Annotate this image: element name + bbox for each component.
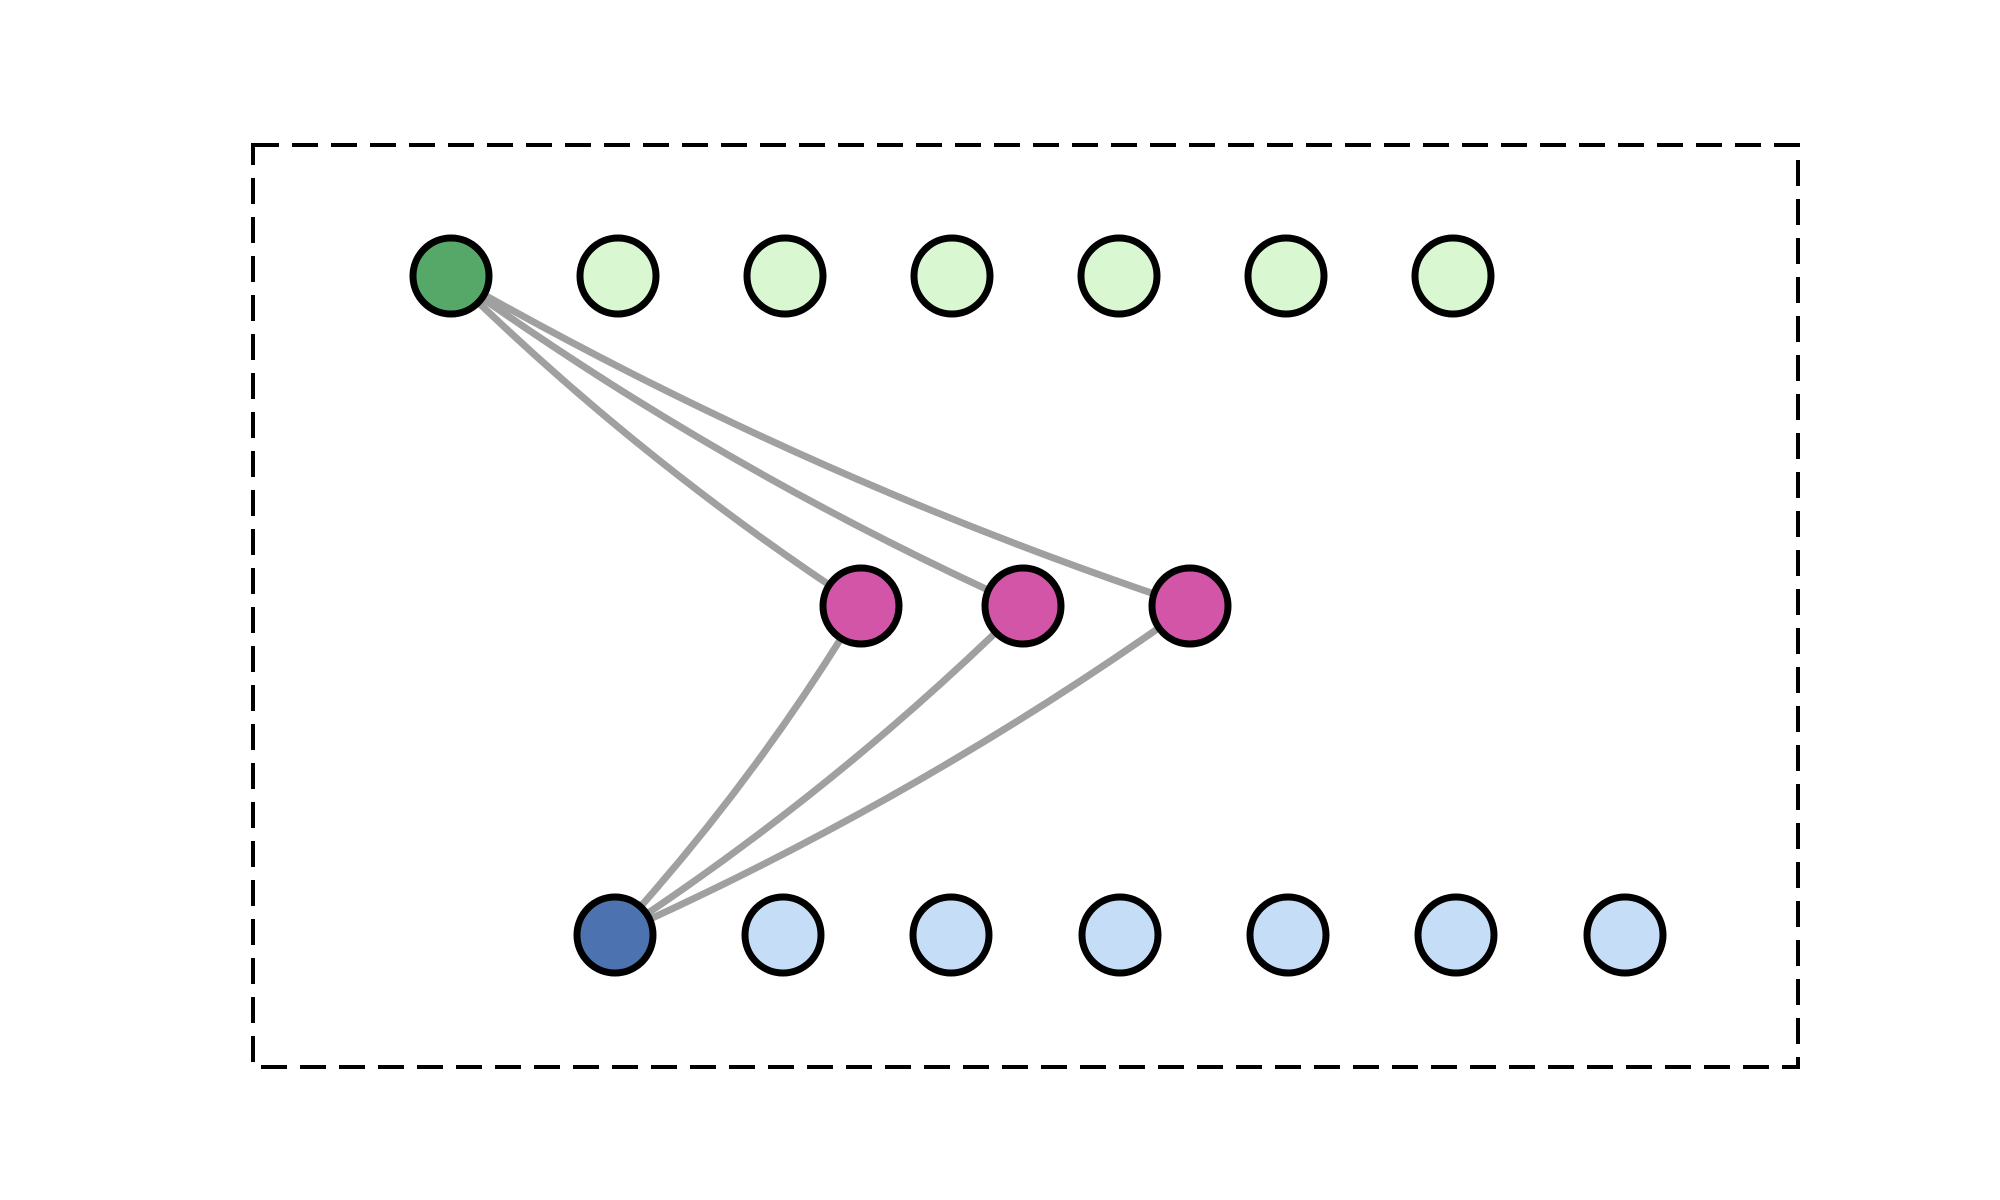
graph-node-bottom-1	[741, 893, 825, 977]
graph-node-top-0-highlighted	[409, 234, 493, 318]
dashed-boundary-box	[251, 143, 1800, 1069]
edge-top-0-to-middle-1	[447, 272, 1027, 610]
graph-node-middle-1-highlighted	[981, 564, 1065, 648]
edge-top-0-to-middle-2	[447, 272, 1194, 610]
graph-node-bottom-5	[1414, 893, 1498, 977]
graph-node-bottom-3	[1078, 893, 1162, 977]
graph-node-top-6	[1411, 234, 1495, 318]
edge-bottom-0-to-middle-0	[611, 602, 865, 939]
edge-bottom-0-to-middle-1	[611, 602, 1027, 939]
graph-node-bottom-0-highlighted	[573, 893, 657, 977]
graph-node-top-2	[743, 234, 827, 318]
graph-node-top-5	[1244, 234, 1328, 318]
graph-node-top-1	[576, 234, 660, 318]
graph-node-bottom-2	[909, 893, 993, 977]
edge-top-0-to-middle-0	[447, 272, 865, 610]
graph-node-bottom-6	[1583, 893, 1667, 977]
graph-node-middle-2-highlighted	[1148, 564, 1232, 648]
edge-bottom-0-to-middle-2	[611, 602, 1194, 939]
graph-node-top-3	[910, 234, 994, 318]
graph-node-bottom-4	[1246, 893, 1330, 977]
graph-node-middle-0-highlighted	[819, 564, 903, 648]
graph-node-top-4	[1077, 234, 1161, 318]
